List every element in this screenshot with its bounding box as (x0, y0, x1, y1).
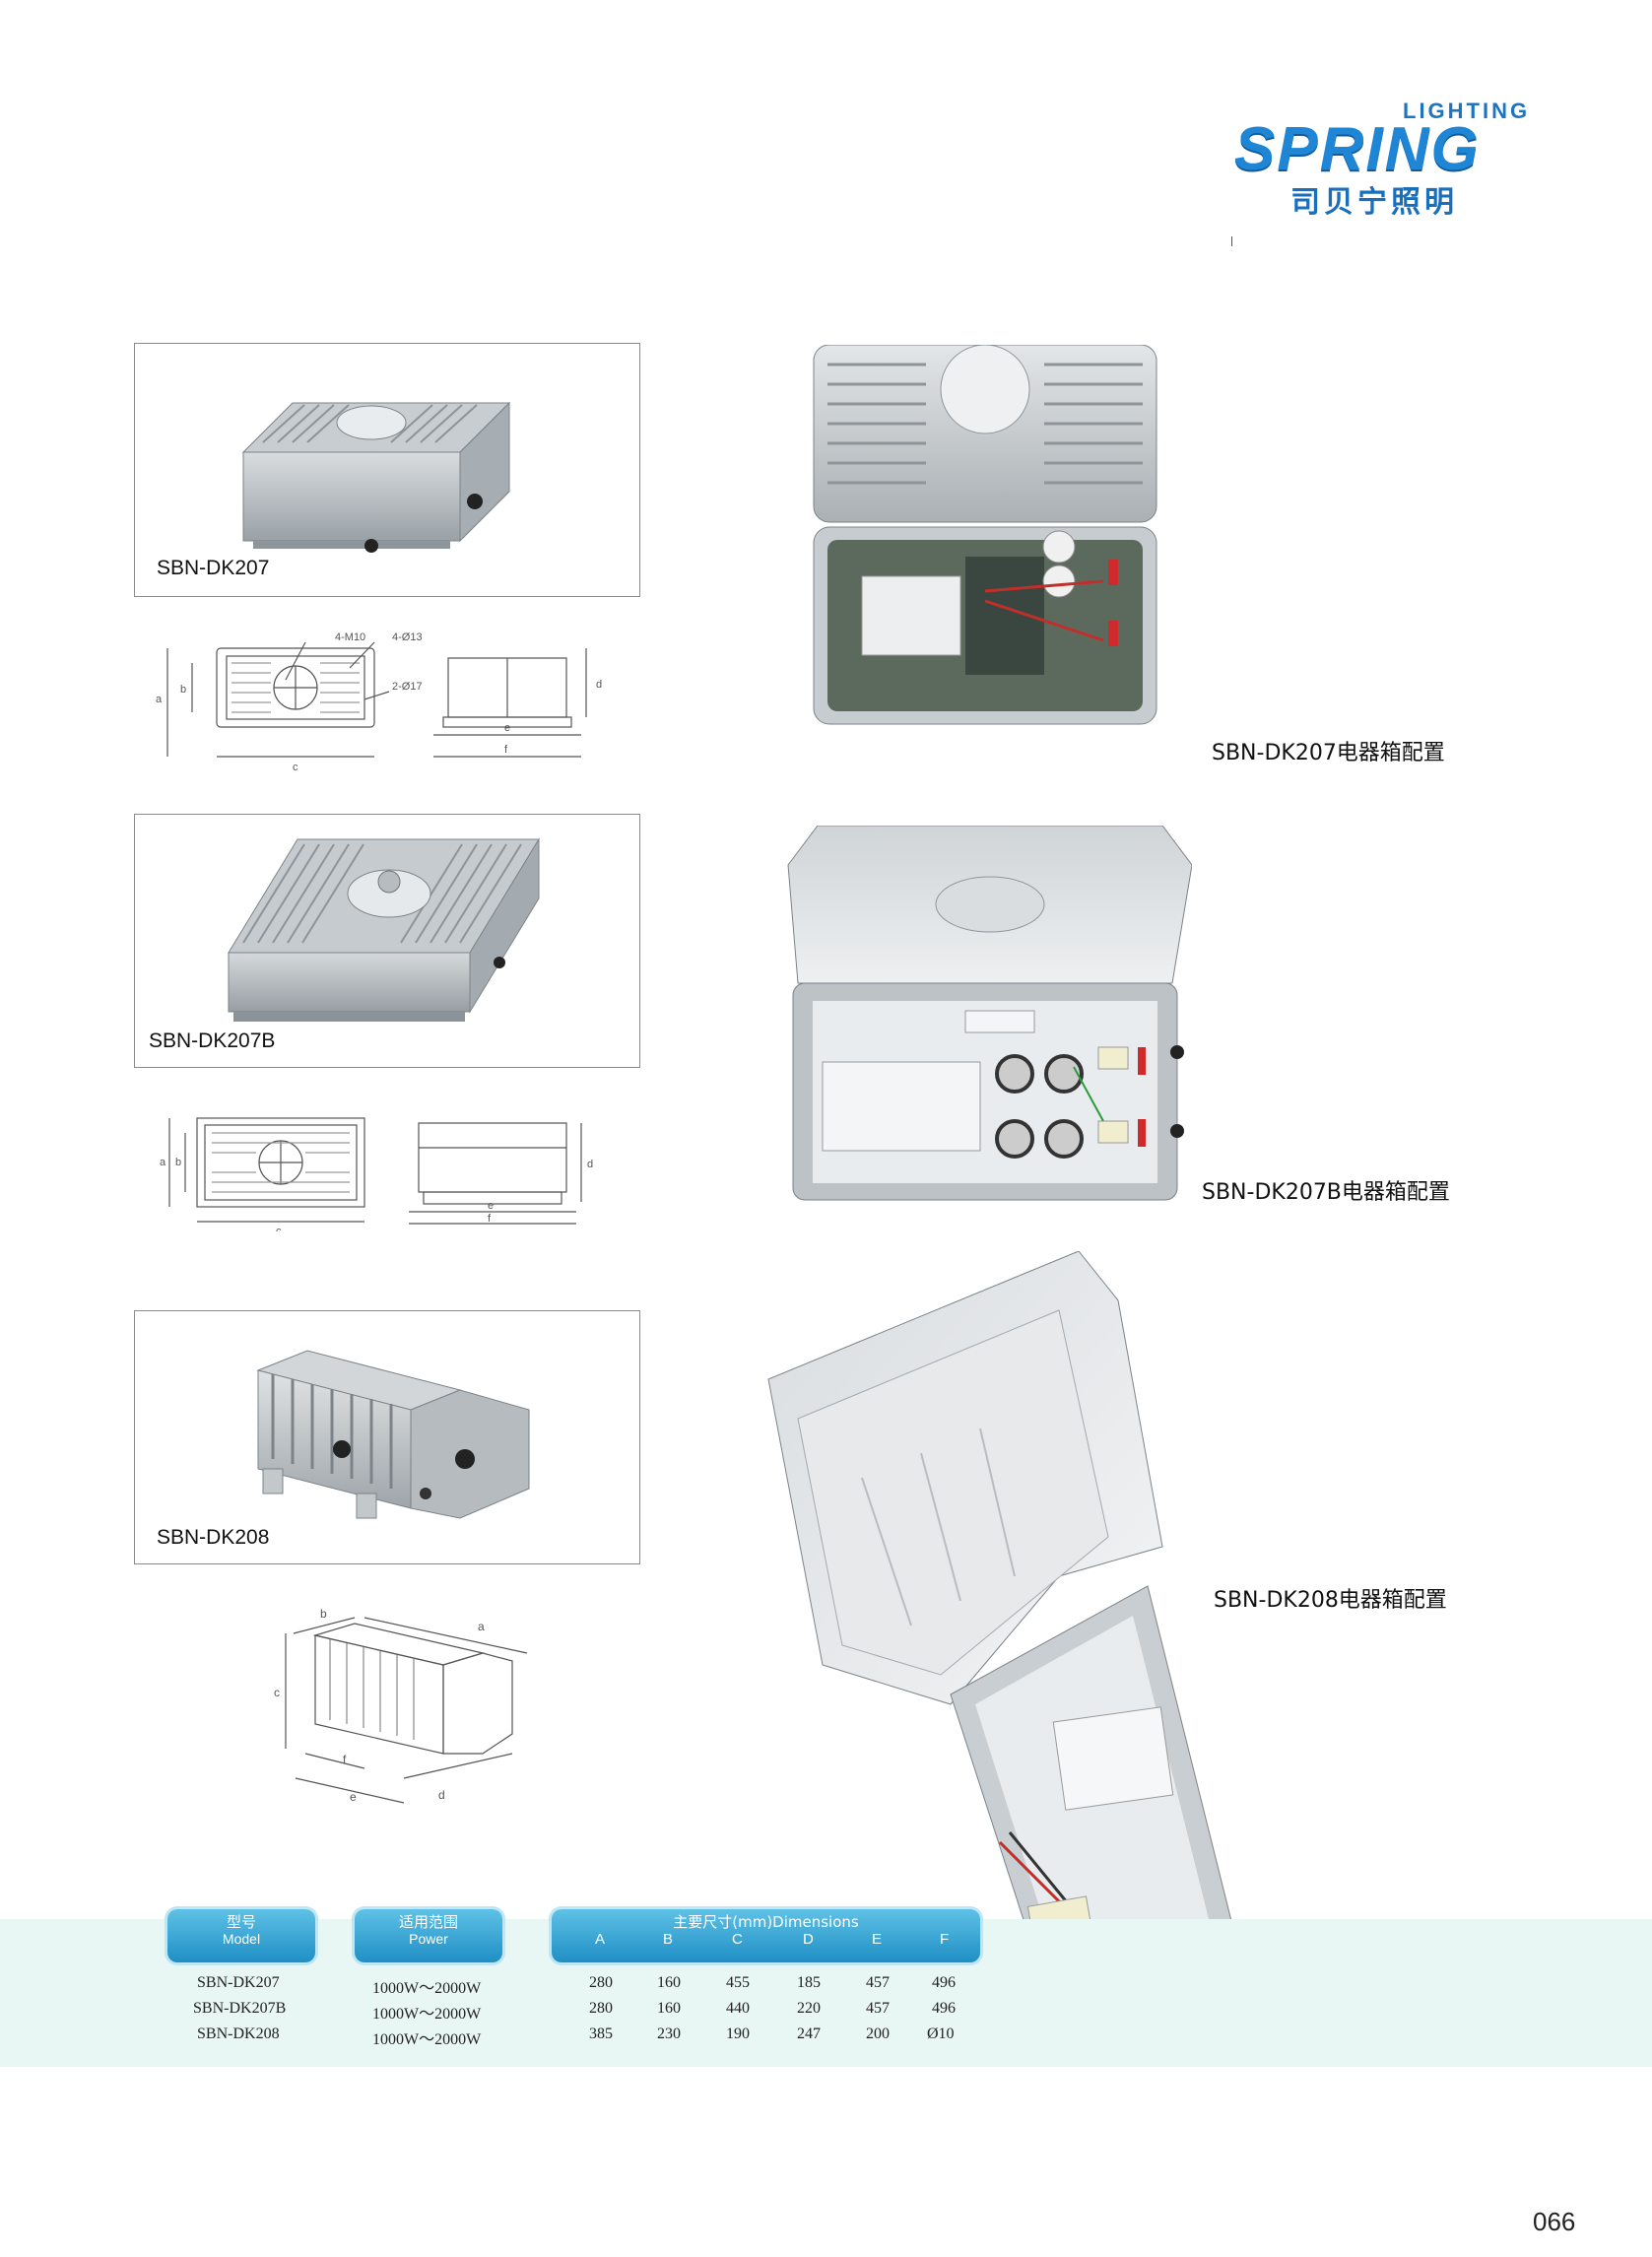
dk208-dim-e: e (350, 1790, 357, 1804)
dk207b-config-photo (787, 826, 1192, 1201)
table-row-2-power: 1000W～2000W (372, 2006, 482, 2023)
table-row-2-c: 440 (726, 2000, 750, 2017)
dk207-d13-label: 4-Ø13 (392, 631, 423, 643)
table-row-2-f: 496 (932, 2000, 956, 2017)
table-row-3-f: Ø10 (927, 2025, 955, 2042)
dk207-dim-f: f (504, 744, 508, 756)
table-row-2-e: 457 (866, 2000, 890, 2017)
power-header-en: Power (409, 1931, 448, 1947)
divider-tick (1231, 236, 1232, 246)
dim-col-f: F (940, 1931, 950, 1948)
dim-col-a: A (595, 1931, 606, 1948)
dk207-m10-label: 4-M10 (335, 631, 365, 643)
table-row-3-power: 1000W～2000W (372, 2031, 482, 2048)
table-row-3-b: 230 (657, 2025, 681, 2042)
table-row-3-e: 200 (866, 2025, 890, 2042)
power-header-tab: 适用范围 Power (355, 1909, 502, 1962)
dk208-dim-f: f (343, 1753, 347, 1766)
table-row-2-b: 160 (657, 2000, 681, 2017)
table-row-3-model: SBN-DK208 (197, 2025, 280, 2042)
model-header-tab: 型号 Model (167, 1909, 315, 1962)
product-frame-dk207b: SBN-DK207B (134, 814, 640, 1068)
dk207-product-photo (241, 401, 511, 553)
config-caption-dk208: SBN-DK208电器箱配置 (1214, 1588, 1447, 1613)
config-caption-dk207b: SBN-DK207B电器箱配置 (1202, 1180, 1450, 1205)
product-label-dk208: SBN-DK208 (157, 1526, 270, 1549)
model-header-en: Model (222, 1931, 261, 1947)
dk207-d17-label: 2-Ø17 (392, 681, 423, 693)
dimensions-header: 主要尺寸(mm)Dimensions (673, 1913, 859, 1931)
dk208-config-photo (767, 1251, 1257, 2030)
dk208-dim-a: a (478, 1620, 485, 1633)
dk207b-dim-f: f (488, 1213, 492, 1225)
dk207b-dim-d: d (587, 1159, 593, 1170)
table-row-2-a: 280 (589, 2000, 613, 2017)
table-row-1-b: 160 (657, 1974, 681, 1991)
product-frame-dk208: SBN-DK208 (134, 1310, 640, 1564)
product-frame-dk207: SBN-DK207 (134, 343, 640, 597)
dimensions-header-tab: 主要尺寸(mm)Dimensions (552, 1909, 980, 1962)
logo-chinese-name: 司贝宁照明 (1290, 185, 1458, 220)
dim-col-d: D (803, 1931, 814, 1948)
dk207-dimension-drawing: 4-M10 4-Ø13 2-Ø17 a b c d e f (156, 631, 602, 773)
dk207-dim-a: a (156, 694, 163, 705)
table-row-1-model: SBN-DK207 (197, 1974, 280, 1991)
dim-col-c: C (732, 1931, 743, 1948)
table-row-1-d: 185 (797, 1974, 821, 1991)
table-row-1-e: 457 (866, 1974, 890, 1991)
dk207b-dim-a: a (160, 1157, 166, 1168)
dk207-dim-b: b (180, 684, 186, 696)
dk207b-dim-e: e (488, 1200, 494, 1212)
page-number: 066 (1533, 2207, 1576, 2236)
table-row-1-a: 280 (589, 1974, 613, 1991)
dk207b-dim-b: b (175, 1157, 181, 1168)
table-row-1-c: 455 (726, 1974, 750, 1991)
dk208-dim-c: c (274, 1686, 280, 1699)
logo-lighting-text: LIGHTING (1403, 99, 1531, 123)
dk207-dim-c: c (293, 762, 298, 773)
dk207b-product-photo (228, 837, 540, 1022)
dk207b-dimension-drawing: a b c d e f (160, 1117, 593, 1231)
dk208-dimension-drawing: b a c d e f (274, 1607, 528, 1804)
power-header-cn: 适用范围 (398, 1913, 458, 1931)
table-row-3-d: 247 (797, 2025, 821, 2042)
dim-col-b: B (663, 1931, 674, 1948)
table-row-2-d: 220 (797, 2000, 821, 2017)
dk208-product-photo (256, 1350, 530, 1519)
product-label-dk207b: SBN-DK207B (149, 1029, 276, 1052)
dk207-dim-d: d (596, 679, 602, 691)
dk207-config-photo (813, 345, 1157, 725)
dk207-dim-e: e (504, 722, 510, 734)
config-caption-dk207: SBN-DK207电器箱配置 (1212, 741, 1445, 765)
model-header-cn: 型号 (226, 1913, 256, 1931)
product-label-dk207: SBN-DK207 (157, 557, 270, 579)
dim-col-e: E (872, 1931, 883, 1948)
table-row-3-c: 190 (726, 2025, 750, 2042)
table-row-3-a: 385 (589, 2025, 613, 2042)
dk208-dim-b: b (320, 1607, 327, 1621)
dk208-dim-d: d (438, 1788, 445, 1802)
table-row-1-f: 496 (932, 1974, 956, 1991)
logo-brand: SPRING (1234, 115, 1481, 183)
table-row-2-model: SBN-DK207B (193, 2000, 287, 2017)
dk207b-dim-c: c (276, 1226, 282, 1231)
table-row-1-power: 1000W～2000W (372, 1980, 482, 1997)
